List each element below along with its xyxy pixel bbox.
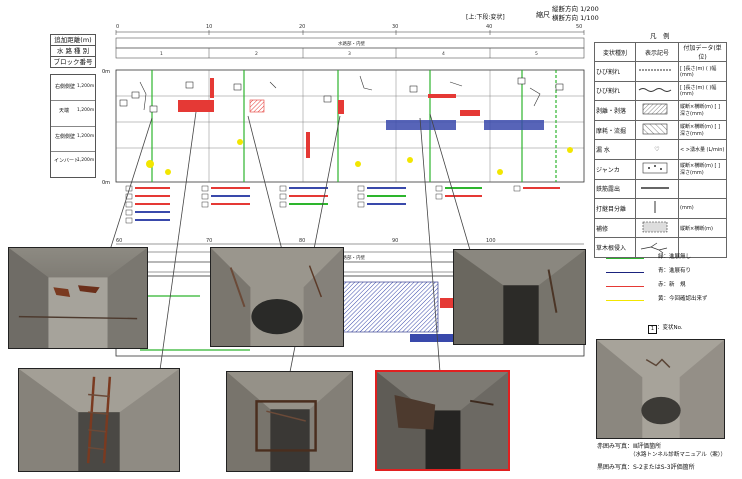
line-color-legend: 緑：進展無し 青：進展有り 赤：新 規 黄：今回確認出来ず xyxy=(606,252,730,314)
legend-col-symbol: 表示記号 xyxy=(635,42,679,62)
ruler-label: 30 xyxy=(392,24,398,30)
photo-black-2 xyxy=(210,247,344,347)
line-legend-label: 赤：新 規 xyxy=(658,282,686,288)
svg-text:2: 2 xyxy=(255,51,258,57)
legend-data: [ ]長さ(m) ( )幅(mm) xyxy=(678,80,727,102)
spalling-symbol xyxy=(642,104,668,115)
depth-bottom-label: 0m xyxy=(102,180,111,186)
legend-type: ひび割れ xyxy=(594,61,636,82)
honeycomb-symbol xyxy=(642,162,668,174)
legend-table: 変状種別 表示記号 付加データ(単位) ひび割れ [ ]長さ(m) ( )幅(m… xyxy=(594,42,727,258)
legend-type: 補修 xyxy=(594,217,636,239)
legend-type: 摩耗・流掘 xyxy=(594,119,636,141)
header-row-block: ブロック番号 xyxy=(50,56,96,68)
svg-text:3: 3 xyxy=(348,51,351,57)
left-header-table: 追加距離(m) 水 路 種 別 ブロック番号 xyxy=(50,34,96,68)
section-label: インバート xyxy=(54,158,80,164)
ruler-label: 0 xyxy=(116,24,119,30)
direction-note: [上:下段:変状] xyxy=(466,14,505,21)
ruler-label: 10 xyxy=(206,24,212,30)
channel-label: 水路部・内壁 xyxy=(338,254,365,261)
number-key-box: 1 xyxy=(648,325,657,334)
legend-type: 打継目分離 xyxy=(594,198,636,219)
section-size: 1,200m xyxy=(77,134,95,139)
line-legend-label: 緑：進展無し xyxy=(658,254,692,260)
line-legend-label: 黄：今回確認出来ず xyxy=(658,296,708,302)
section-size: 1,200m xyxy=(77,108,95,113)
ruler-label: 100 xyxy=(486,238,496,244)
legend-data: [ ]長さ(m) ( )幅(mm) xyxy=(678,61,727,82)
legend-data: 縦断×横断(m) [ ]深さ(mm) xyxy=(678,158,727,180)
black-photo-note: 黒囲み写真：S-2またはS-3評価箇所 xyxy=(597,464,695,471)
photo-black-5 xyxy=(226,371,353,472)
section-label-table: 右側側壁 1,200m 天端 1,200m 左側側壁 1,200m インバート … xyxy=(50,74,96,178)
section-label: 左側側壁 xyxy=(55,134,76,140)
ruler-label: 40 xyxy=(486,24,492,30)
crack-wave-symbol xyxy=(638,87,672,92)
legend-data: 縦断×横断(m) xyxy=(678,217,727,239)
scale-title: 縮尺 xyxy=(536,11,550,19)
ruler-label: 70 xyxy=(206,238,212,244)
line-legend-label: 青：進展有り xyxy=(658,268,692,274)
legend-data: 縦断×横断(m) [ ]深さ(mm) xyxy=(678,119,727,141)
ruler-label: 60 xyxy=(116,238,122,244)
legend-type: 剥離・剥落 xyxy=(594,100,636,121)
legend-type: 漏 水 xyxy=(594,139,636,160)
photo-black-6 xyxy=(596,339,725,439)
section-label: 天端 xyxy=(59,108,70,114)
repair-symbol xyxy=(642,221,668,233)
scale-horizontal: 横断方向 1/100 xyxy=(552,14,599,22)
blue-line xyxy=(606,272,644,273)
ruler-label: 90 xyxy=(392,238,398,244)
section-size: 1,200m xyxy=(77,158,95,163)
legend-col-type: 変状種別 xyxy=(594,42,636,62)
red-photo-note: 赤囲み写真：Ⅲ評価箇所 xyxy=(597,443,662,450)
photo-black-1 xyxy=(8,247,148,349)
abrasion-symbol xyxy=(642,123,668,135)
water-drop-icon: ♡ xyxy=(635,139,679,160)
yellow-line xyxy=(606,300,644,301)
svg-text:5: 5 xyxy=(535,51,538,57)
channel-label: 水路部・内壁 xyxy=(338,40,365,47)
legend-type: 鉄筋露出 xyxy=(594,178,636,200)
section-size: 1,200m xyxy=(77,84,95,89)
legend-data xyxy=(678,178,727,200)
legend-type: ジャンカ xyxy=(594,158,636,180)
legend-type: 草木根侵入 xyxy=(594,237,636,258)
ruler-label: 50 xyxy=(576,24,582,30)
root-symbol xyxy=(640,242,668,253)
number-key-label: ：変状No. xyxy=(657,325,683,331)
legend-data: < >湧水量 (L/min) xyxy=(678,139,727,160)
red-photo-note-sub: （水路トンネル診断マニュアル（案）） xyxy=(630,452,726,458)
red-line xyxy=(606,286,644,287)
photo-black-4 xyxy=(18,368,180,472)
svg-text:4: 4 xyxy=(442,51,445,57)
section-label: 右側側壁 xyxy=(55,84,76,90)
photo-red-1 xyxy=(375,370,510,471)
legend-data xyxy=(678,237,727,258)
svg-text:1: 1 xyxy=(160,51,163,57)
legend-type: ひび割れ xyxy=(594,80,636,102)
legend-data: (mm) xyxy=(678,198,727,219)
legend-col-data: 付加データ(単位) xyxy=(678,42,727,62)
legend-data: 縦断×横断(m) [ ]深さ(mm) xyxy=(678,100,727,121)
upper-development-drawing: 0 10 20 30 40 50 水路部・内壁 1 2 3 4 5 xyxy=(115,24,585,240)
photo-black-3 xyxy=(453,249,586,345)
green-line xyxy=(606,258,644,259)
legend-title: 凡 例 xyxy=(650,32,670,40)
scale-vertical: 縦断方向 1/200 xyxy=(552,5,599,13)
depth-top-label: 0m xyxy=(102,69,111,75)
ruler-label: 20 xyxy=(299,24,305,30)
ruler-label: 80 xyxy=(299,238,305,244)
